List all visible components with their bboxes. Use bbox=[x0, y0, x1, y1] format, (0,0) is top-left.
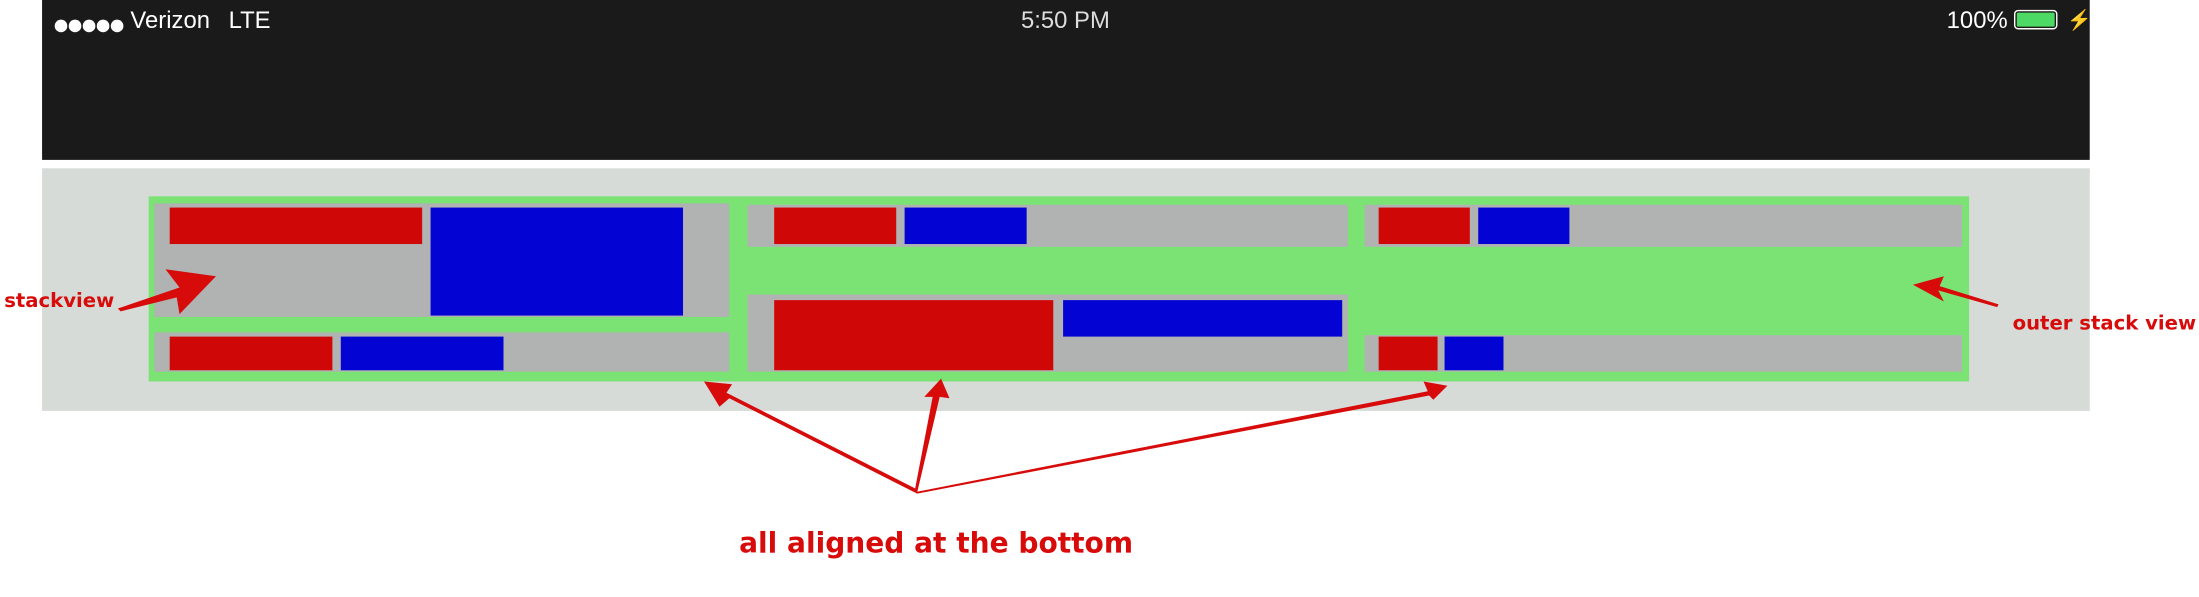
red-view bbox=[169, 207, 423, 245]
network-type: LTE bbox=[228, 7, 271, 34]
status-bar: Verizon LTE 5:50 PM 100% ⚡ bbox=[42, 0, 2092, 160]
carrier: Verizon bbox=[130, 7, 210, 34]
red-view bbox=[1378, 336, 1438, 371]
blue-view bbox=[904, 207, 1027, 245]
arrow-bottom-right bbox=[914, 381, 1448, 494]
arrow-stackview bbox=[117, 269, 216, 315]
charging-icon: ⚡ bbox=[2067, 8, 2092, 31]
red-view bbox=[169, 336, 333, 371]
red-view bbox=[1378, 207, 1470, 245]
battery-percent: 100% bbox=[1946, 7, 2008, 34]
blue-view bbox=[430, 207, 684, 316]
blue-view bbox=[340, 336, 504, 371]
outer-stack-view-label: outer stack view bbox=[2012, 312, 2197, 336]
battery-icon bbox=[2013, 9, 2058, 30]
arrow-outer-stack-view bbox=[1913, 276, 1999, 308]
signal-icon bbox=[54, 14, 125, 39]
red-view bbox=[774, 300, 1054, 371]
clock: 5:50 PM bbox=[1021, 7, 1110, 34]
blue-view bbox=[1478, 207, 1570, 245]
arrow-bottom-middle bbox=[914, 378, 950, 493]
blue-view bbox=[1063, 300, 1343, 337]
red-view bbox=[774, 207, 897, 245]
aligned-bottom-label: all aligned at the bottom bbox=[739, 525, 1134, 560]
blue-view bbox=[1444, 336, 1504, 371]
stackview-label: stackview bbox=[4, 290, 115, 313]
arrow-bottom-left bbox=[704, 381, 918, 493]
